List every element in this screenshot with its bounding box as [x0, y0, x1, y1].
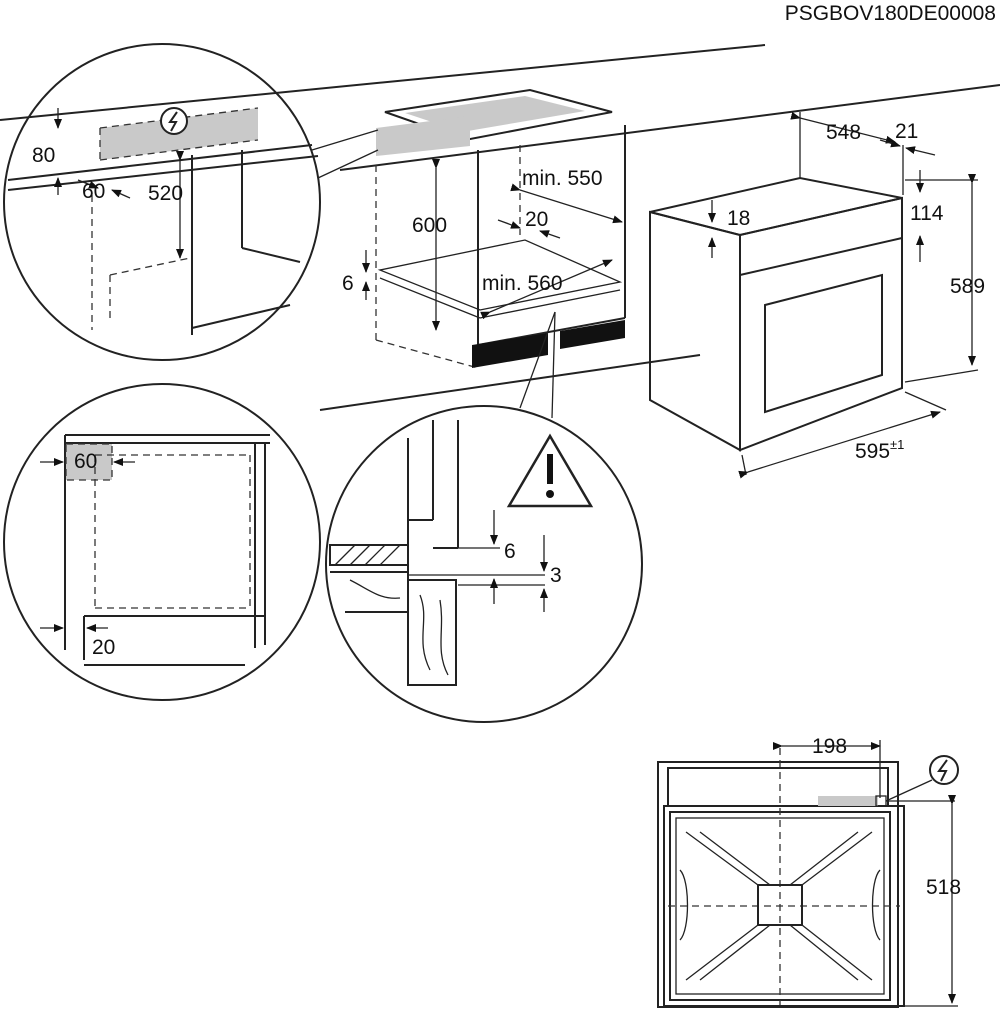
dim-socket-height: 520 — [148, 182, 183, 205]
detail-mid-left: 60 20 — [3, 383, 321, 701]
electric-socket-icon — [929, 755, 959, 785]
warning-triangle-icon — [506, 433, 594, 508]
electric-socket-icon — [160, 107, 188, 135]
dim-shelf-gap: 6 — [342, 272, 354, 295]
dim-panel-depth: 21 — [895, 120, 918, 143]
dim-cutout-height: 600 — [412, 214, 447, 237]
dim-panel-height: 114 — [910, 202, 944, 225]
dim-gap-b: 3 — [550, 564, 562, 587]
dim-oven-depth: 548 — [826, 121, 861, 144]
document-code: PSGBOV180DE00008 — [785, 2, 996, 25]
dim-vent: 60 — [74, 450, 97, 473]
detail-top-left: 80 60 520 — [3, 43, 321, 361]
dim-depth-min: min. 550 — [522, 167, 603, 190]
dim-bottom-gap: 20 — [92, 636, 115, 659]
dim-gap-a: 6 — [504, 540, 516, 563]
oven-dimensions-view: 548 21 114 18 589 595±1 — [649, 111, 985, 479]
dim-oven-top-offset: 18 — [727, 207, 750, 230]
dim-oven-width: 595±1 — [855, 437, 904, 463]
kitchen-cabinet-view: 600 min. 550 min. 560 20 6 — [0, 44, 1000, 419]
oven-front-socket-view: 198 518 — [657, 735, 961, 1008]
detail-warning: 6 3 — [325, 405, 643, 723]
dim-rear-gap: 20 — [525, 208, 548, 231]
dim-oven-height: 589 — [950, 275, 985, 298]
dim-bottom-height: 518 — [926, 876, 961, 899]
dim-width-min: min. 560 — [482, 272, 563, 295]
dim-socket-offset: 198 — [812, 735, 847, 758]
dim-vent-depth: 60 — [82, 180, 105, 203]
dim-vent-height: 80 — [32, 144, 55, 167]
